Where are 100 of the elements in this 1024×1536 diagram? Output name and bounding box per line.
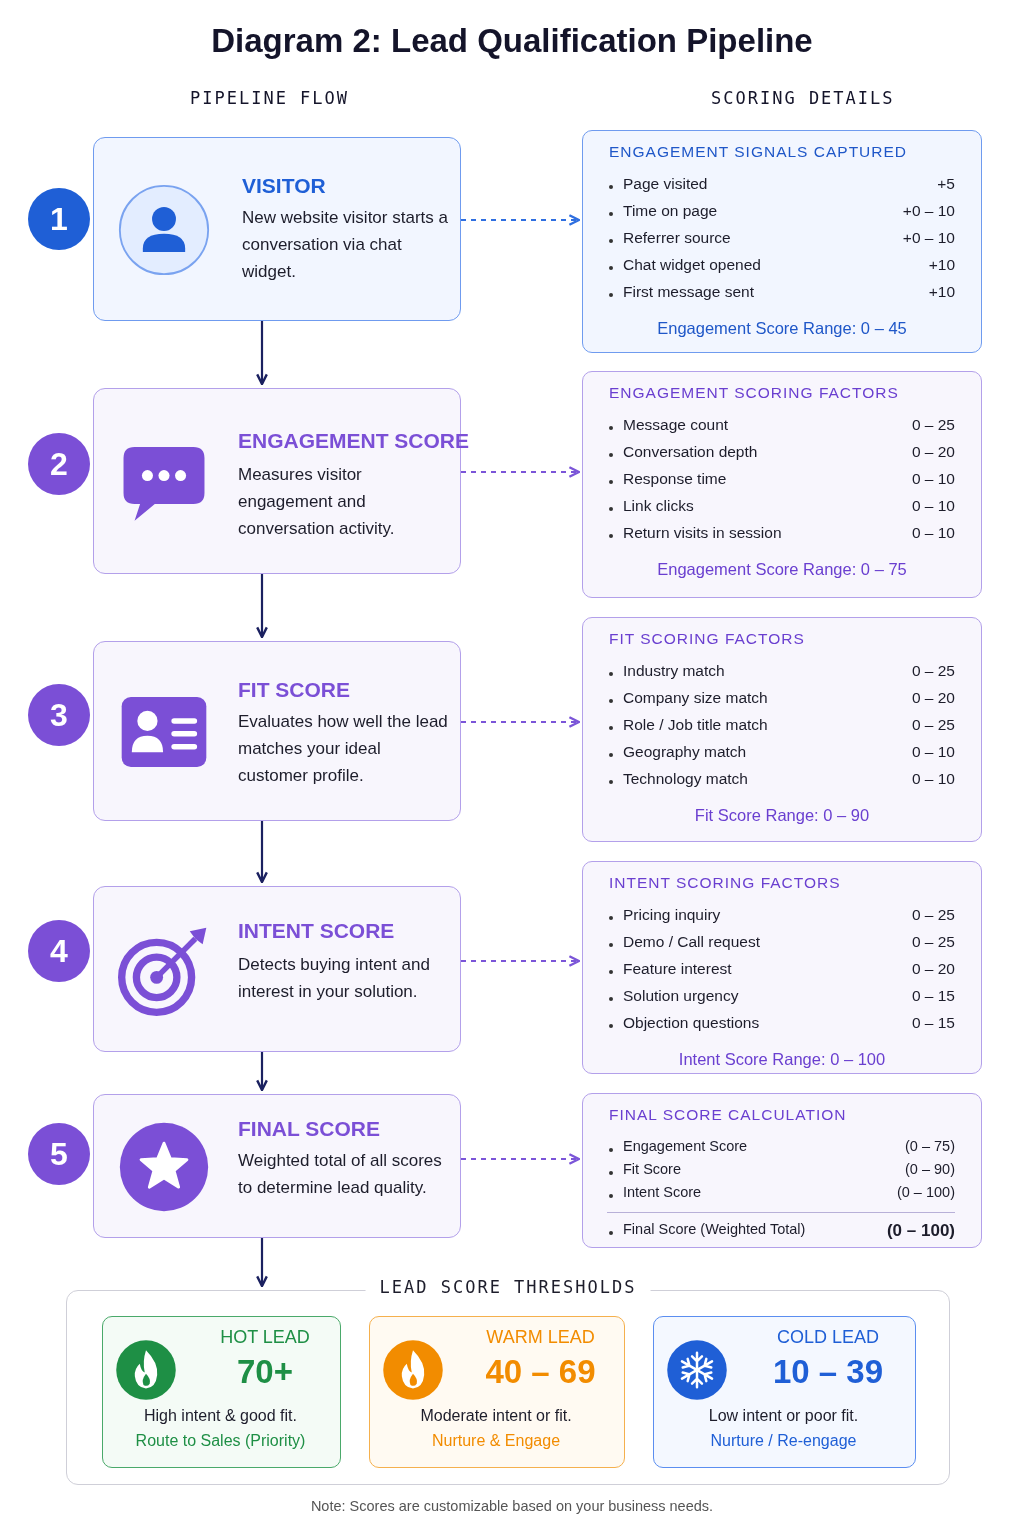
details-panel [582,130,982,353]
step-heading: FIT SCORE [238,678,350,702]
factor-points: (0 – 75) [905,1138,955,1154]
card-description: High intent & good fit. [143,1406,298,1425]
card-description: Low intent or poor fit. [707,1406,860,1425]
factor-name: Link clicks [607,497,694,515]
card-description: Moderate intent or fit. [419,1406,573,1425]
factor-name: Chat widget opened [607,256,761,274]
factor-points: (0 – 100) [896,1184,955,1200]
factor-points: 0 – 15 [911,1014,955,1032]
factor-points: +0 – 10 [902,229,955,247]
dashed-arrow [461,214,581,226]
factor-points: (0 – 100) [886,1221,955,1241]
panel-heading: ENGAGEMENT SCORING FACTORS [609,384,899,402]
factor-name: Pricing inquiry [607,906,721,924]
panel-heading: FIT SCORING FACTORS [609,630,805,648]
factor-name: Geography match [607,743,747,761]
factor-points: 0 – 10 [911,497,955,515]
factor-points: 0 – 20 [911,960,955,978]
factor-name: Conversation depth [607,443,758,461]
factor-name: Time on page [607,202,718,220]
card-action: Route to Sales (Priority) [134,1431,307,1450]
step-description: Detects buying intent and interest in your solution. [238,954,431,1003]
factor-name: Page visited [607,175,708,193]
score-range: 10 – 39 [771,1352,885,1391]
factor-points: 0 – 10 [911,524,955,542]
factor-points: 0 – 25 [911,906,955,924]
column-heading: SCORING DETAILS [711,88,895,108]
card-action: Nurture & Engage [430,1431,562,1450]
factor-name: Technology match [607,770,748,788]
step-card [93,641,461,821]
score-range: Engagement Score Range: 0 – 75 [656,560,908,579]
factor-name: Referrer source [607,229,731,247]
factor-name: Response time [607,470,727,488]
column-heading: PIPELINE FLOW [190,88,350,108]
factor-name: Final Score (Weighted Total) [607,1221,806,1237]
factor-name: Objection questions [607,1014,760,1032]
score-range: 40 – 69 [484,1352,597,1391]
step-heading: ENGAGEMENT SCORE [238,429,470,453]
factor-name: Message count [607,416,729,434]
factor-points: (0 – 90) [905,1161,955,1177]
arrow [256,1052,268,1092]
factor-points: 0 – 25 [911,933,955,951]
factor-name: Role / Job title match [607,716,768,734]
threshold-card [101,1315,341,1468]
factor-points: +10 [928,256,955,274]
factor-name: Intent Score [607,1184,702,1200]
card-heading: WARM LEAD [485,1326,596,1348]
score-range: Fit Score Range: 0 – 90 [693,806,871,825]
factor-name: Industry match [607,662,725,680]
step-number: 2 [50,445,68,483]
factor-name: Company size match [607,689,768,707]
note-text: Note: Scores are customizable based on your business needs. [309,1498,715,1514]
panel-heading: ENGAGEMENT SIGNALS CAPTURED [609,143,907,161]
score-range: Engagement Score Range: 0 – 45 [656,319,908,338]
factor-points: +10 [928,283,955,301]
factor-points: 0 – 20 [911,443,955,461]
factor-points: 0 – 10 [911,470,955,488]
step-number: 4 [50,932,68,970]
step-heading: FINAL SCORE [238,1117,380,1141]
factor-points: 0 – 10 [911,743,955,761]
diagram-title: Diagram 2: Lead Qualification Pipeline [210,22,814,60]
details-panel [582,617,982,842]
factor-points: 0 – 25 [911,662,955,680]
score-range: Intent Score Range: 0 – 100 [677,1050,887,1069]
dashed-arrow [461,1153,581,1165]
step-card [93,137,461,321]
factor-points: 0 – 25 [911,416,955,434]
details-panel [582,1093,982,1248]
arrow [256,574,268,639]
step-number: 1 [50,200,68,238]
factor-name: Engagement Score [607,1138,748,1154]
card-heading: HOT LEAD [219,1326,311,1348]
factor-points: 0 – 10 [911,770,955,788]
details-panel [582,371,982,598]
arrow [256,1238,268,1288]
factor-name: First message sent [607,283,754,301]
threshold-card [652,1315,916,1468]
dashed-arrow [461,955,581,967]
arrow [256,821,268,884]
score-range: 70+ [236,1352,294,1391]
factor-points: +5 [937,175,955,193]
threshold-card [368,1315,625,1468]
step-number: 3 [50,696,68,734]
factor-name: Fit Score [607,1161,681,1177]
factor-name: Solution urgency [607,987,739,1005]
step-description: Weighted total of all scores to determine lead quality. [238,1150,443,1199]
panel-heading: FINAL SCORE CALCULATION [609,1106,847,1124]
step-heading: INTENT SCORE [238,919,395,943]
factor-points: 0 – 25 [911,716,955,734]
dashed-arrow [461,466,581,478]
card-heading: COLD LEAD [775,1326,880,1348]
factor-name: Demo / Call request [607,933,760,951]
panel-heading: INTENT SCORING FACTORS [609,874,841,892]
factor-name: Feature interest [607,960,732,978]
step-card [93,886,461,1052]
arrow [256,321,268,386]
step-description: New website visitor starts a conversation via chat widget. [242,207,449,283]
dashed-arrow [461,716,581,728]
factor-points: 0 – 20 [911,689,955,707]
